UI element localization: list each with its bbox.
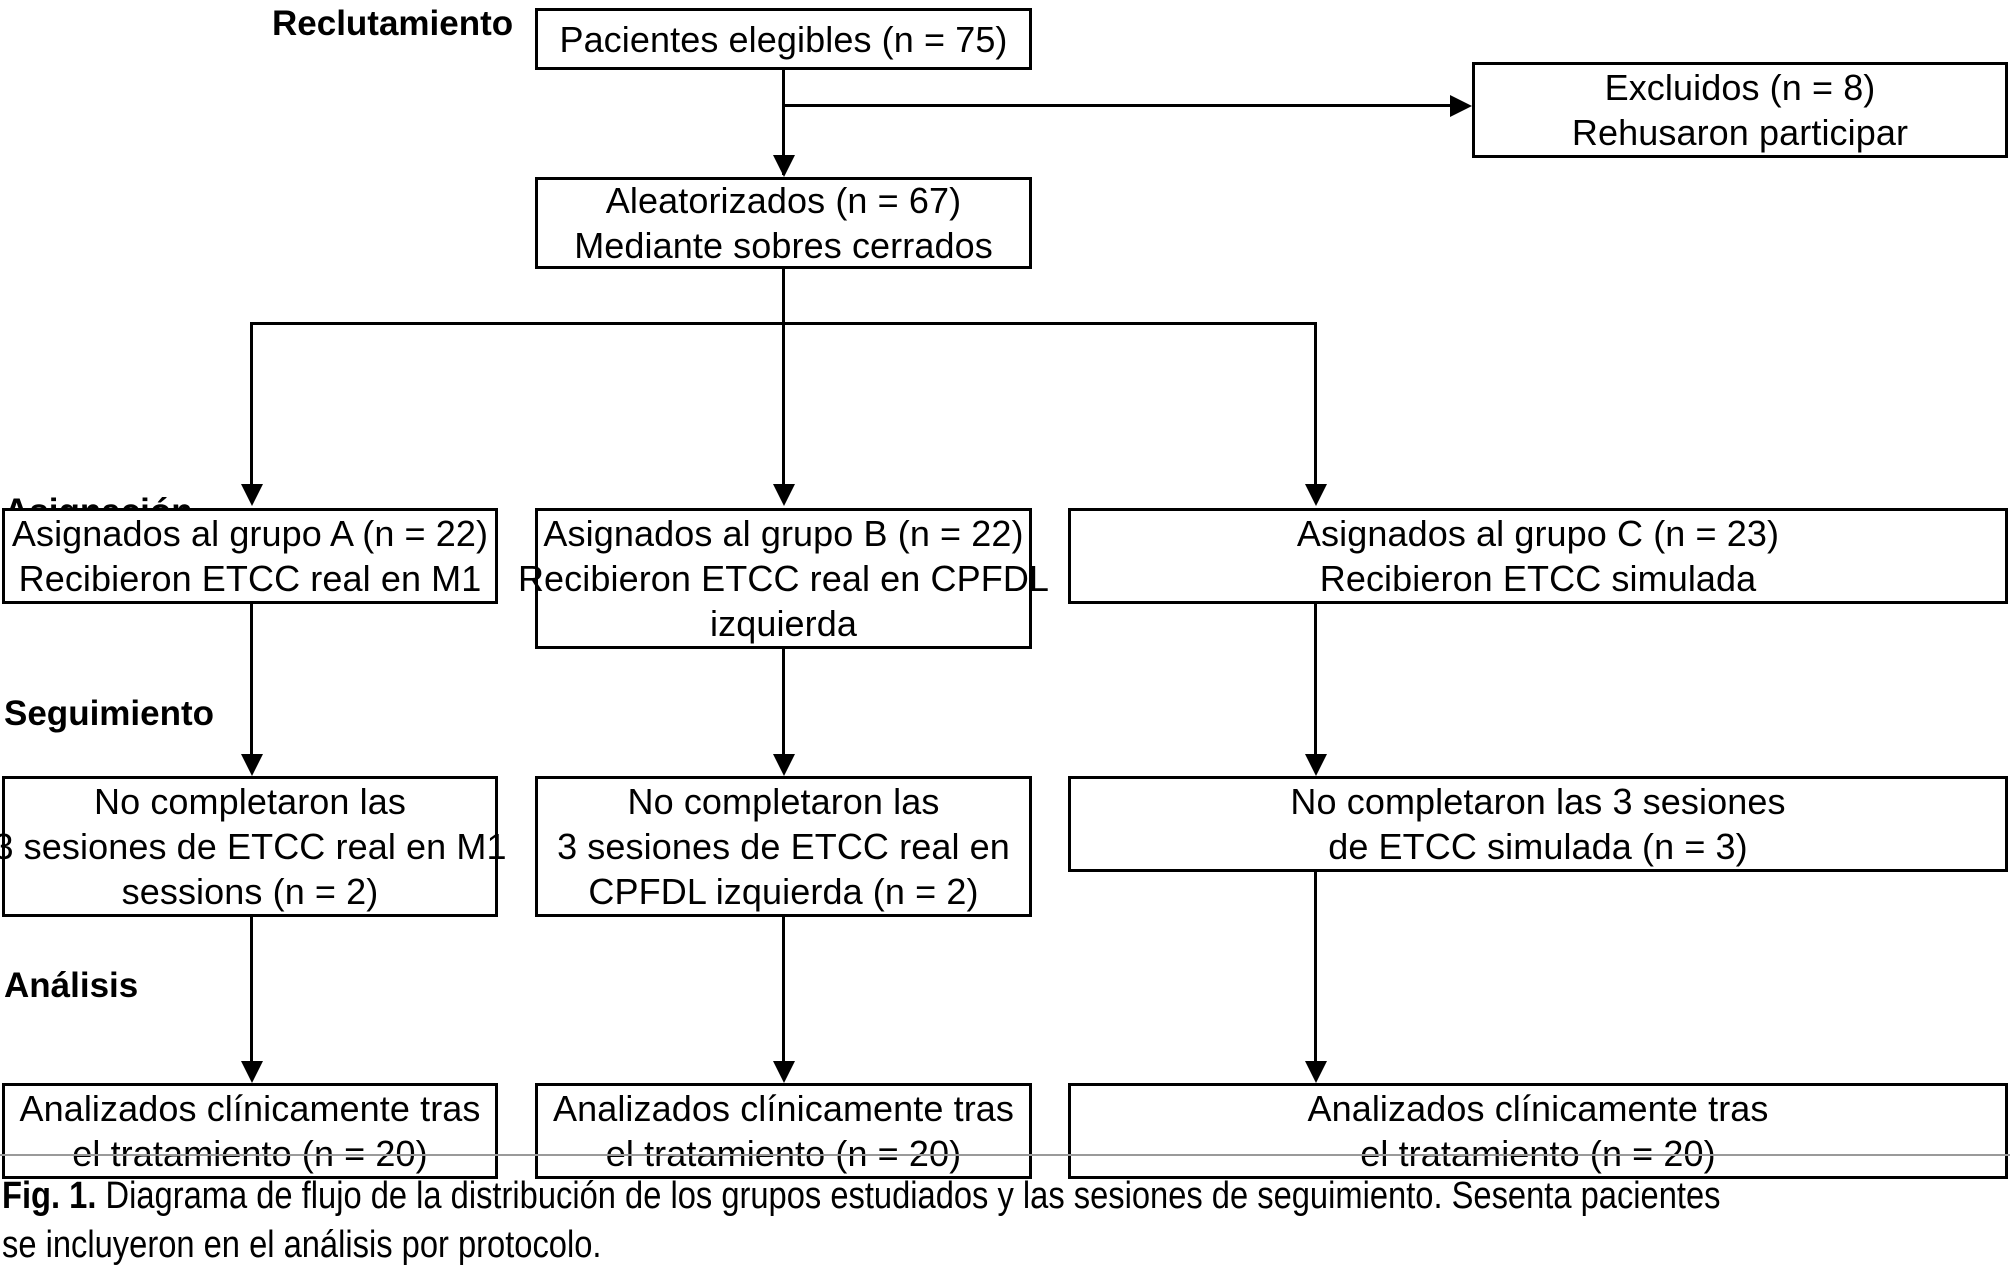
node-group-b-followup-line-2: 3 sesiones de ETCC real en bbox=[557, 826, 1010, 867]
node-group-a-followup-line-1: No completaron las bbox=[94, 781, 406, 822]
caption-divider bbox=[0, 1154, 2010, 1156]
arrowhead-eligible-to-excluded bbox=[1450, 95, 1472, 117]
node-group-b-allocation-line-1: Asignados al grupo B (n = 22) bbox=[543, 513, 1024, 554]
arrowhead-group-a-alloc-to-followup bbox=[241, 754, 263, 776]
node-excluded: Excluidos (n = 8) Rehusaron participar bbox=[1472, 62, 2008, 158]
arrowhead-group-b-followup-to-analysis bbox=[773, 1061, 795, 1083]
node-group-c-allocation: Asignados al grupo C (n = 23) Recibieron… bbox=[1068, 508, 2008, 604]
arrowhead-group-c-followup-to-analysis bbox=[1305, 1061, 1327, 1083]
stage-label-followup: Seguimiento bbox=[4, 694, 215, 733]
node-group-b-allocation-line-3: izquierda bbox=[710, 603, 857, 644]
node-eligible-line-1: Pacientes elegibles (n = 75) bbox=[559, 18, 1008, 60]
node-group-a-analysis-line-2: el tratamiento (n = 20) bbox=[72, 1133, 428, 1174]
connector-randomized-trunk bbox=[782, 269, 785, 324]
connector-split-to-group-b bbox=[782, 322, 785, 484]
connector-group-c-alloc-to-followup bbox=[1314, 604, 1317, 754]
node-group-b-analysis: Analizados clínicamente tras el tratamie… bbox=[535, 1083, 1032, 1179]
node-group-a-analysis-line-1: Analizados clínicamente tras bbox=[19, 1088, 481, 1129]
node-group-a-followup-line-2: 3 sesiones de ETCC real en M1 bbox=[0, 826, 507, 867]
node-group-b-analysis-line-2: el tratamiento (n = 20) bbox=[605, 1133, 962, 1174]
stage-label-analysis: Análisis bbox=[4, 966, 139, 1005]
node-group-c-followup-line-2: de ETCC simulada (n = 3) bbox=[1328, 826, 1748, 867]
node-group-b-allocation-line-2: Recibieron ETCC real en CPFDL bbox=[517, 558, 1050, 599]
figure-caption-label: Fig. 1. bbox=[2, 1175, 97, 1217]
node-group-c-followup: No completaron las 3 sesiones de ETCC si… bbox=[1068, 776, 2008, 872]
arrowhead-group-c-alloc-to-followup bbox=[1305, 754, 1327, 776]
connector-eligible-to-randomized bbox=[782, 70, 785, 175]
node-group-c-analysis: Analizados clínicamente tras el tratamie… bbox=[1068, 1083, 2008, 1179]
connector-split-to-group-a bbox=[250, 322, 253, 484]
connector-group-b-alloc-to-followup bbox=[782, 649, 785, 754]
node-randomized-line-2: Mediante sobres cerrados bbox=[574, 225, 993, 266]
node-group-b-analysis-line-1: Analizados clínicamente tras bbox=[552, 1088, 1015, 1129]
node-group-b-followup: No completaron las 3 sesiones de ETCC re… bbox=[535, 776, 1032, 917]
node-group-c-followup-line-1: No completaron las 3 sesiones bbox=[1290, 781, 1786, 822]
arrowhead-eligible-to-randomized bbox=[773, 155, 795, 177]
node-group-c-allocation-line-2: Recibieron ETCC simulada bbox=[1319, 558, 1757, 599]
figure-caption-text: Diagrama de flujo de la distribución de … bbox=[2, 1175, 1721, 1266]
arrowhead-split-to-group-a bbox=[241, 484, 263, 506]
stage-label-recruitment: Reclutamiento bbox=[272, 4, 514, 43]
arrowhead-group-b-alloc-to-followup bbox=[773, 754, 795, 776]
node-group-a-allocation-line-2: Recibieron ETCC real en M1 bbox=[18, 558, 482, 599]
node-group-a-followup: No completaron las 3 sesiones de ETCC re… bbox=[0, 776, 506, 917]
node-eligible-patients: Pacientes elegibles (n = 75) bbox=[535, 8, 1032, 70]
node-group-b-followup-line-1: No completaron las bbox=[627, 781, 940, 822]
node-randomized-line-1: Aleatorizados (n = 67) bbox=[605, 180, 962, 221]
node-group-b-allocation: Asignados al grupo B (n = 22) Recibieron… bbox=[518, 508, 1049, 649]
arrowhead-split-to-group-c bbox=[1305, 484, 1327, 506]
connector-eligible-to-excluded bbox=[782, 104, 1452, 107]
connector-group-a-followup-to-analysis bbox=[250, 917, 253, 1061]
node-group-a-allocation-line-1: Asignados al grupo A (n = 22) bbox=[11, 513, 489, 554]
node-group-c-analysis-line-2: el tratamiento (n = 20) bbox=[1360, 1133, 1716, 1174]
connector-split-to-group-c bbox=[1314, 322, 1317, 484]
arrowhead-group-a-followup-to-analysis bbox=[241, 1061, 263, 1083]
arrowhead-split-to-group-b bbox=[773, 484, 795, 506]
node-group-a-followup-line-3: sessions (n = 2) bbox=[121, 871, 379, 912]
connector-group-a-alloc-to-followup bbox=[250, 604, 253, 754]
node-group-b-followup-line-3: CPFDL izquierda (n = 2) bbox=[588, 871, 979, 912]
connector-group-c-followup-to-analysis bbox=[1314, 872, 1317, 1061]
node-group-a-analysis: Analizados clínicamente tras el tratamie… bbox=[2, 1083, 498, 1179]
connector-group-b-followup-to-analysis bbox=[782, 917, 785, 1061]
node-group-c-analysis-line-1: Analizados clínicamente tras bbox=[1307, 1088, 1769, 1129]
node-randomized: Aleatorizados (n = 67) Mediante sobres c… bbox=[535, 177, 1032, 269]
node-group-c-allocation-line-1: Asignados al grupo C (n = 23) bbox=[1296, 513, 1780, 554]
node-group-a-allocation: Asignados al grupo A (n = 22) Recibieron… bbox=[2, 508, 498, 604]
node-excluded-line-2: Rehusaron participar bbox=[1571, 112, 1909, 153]
figure-caption: Fig. 1. Diagrama de flujo de la distribu… bbox=[2, 1172, 1727, 1270]
node-excluded-line-1: Excluidos (n = 8) bbox=[1604, 67, 1876, 108]
